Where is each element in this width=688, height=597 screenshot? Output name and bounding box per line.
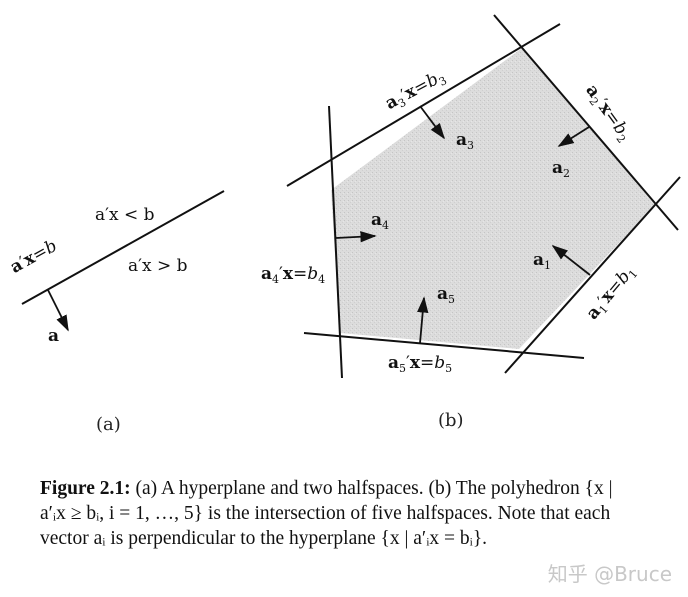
panel-a-drawing xyxy=(21,190,225,332)
region-greater-label: a′x > b xyxy=(128,256,188,276)
normal-a-label: a xyxy=(48,326,60,346)
hyperplane-5-label: a5′x=b5 xyxy=(388,353,453,375)
normal-a2-label: a2 xyxy=(552,158,571,180)
normal-a3-label: a3 xyxy=(456,130,475,152)
caption-text: (a) A hyperplane and two halfspaces. (b)… xyxy=(40,478,613,549)
watermark: 知乎 @Bruce xyxy=(547,562,672,586)
normal-a1-label: a1 xyxy=(533,250,552,272)
normal-a5-label: a5 xyxy=(437,284,456,306)
hyperplane-4-label: a4′x=b4 xyxy=(261,264,326,286)
panel-a-label: (a) xyxy=(96,414,121,435)
figure-caption: Figure 2.1: (a) A hyperplane and two hal… xyxy=(40,476,640,551)
caption-figure-number: Figure 2.1: xyxy=(40,478,131,499)
normal-a4-label: a4 xyxy=(371,210,390,232)
figure-2-1: a′x=b a′x < b a′x > b a (a) a3′x=b3 a2′x… xyxy=(7,14,681,435)
region-less-label: a′x < b xyxy=(95,205,155,225)
panel-b-label: (b) xyxy=(438,410,464,431)
panel-b-drawing xyxy=(286,14,681,379)
figure-drawing xyxy=(21,14,681,379)
